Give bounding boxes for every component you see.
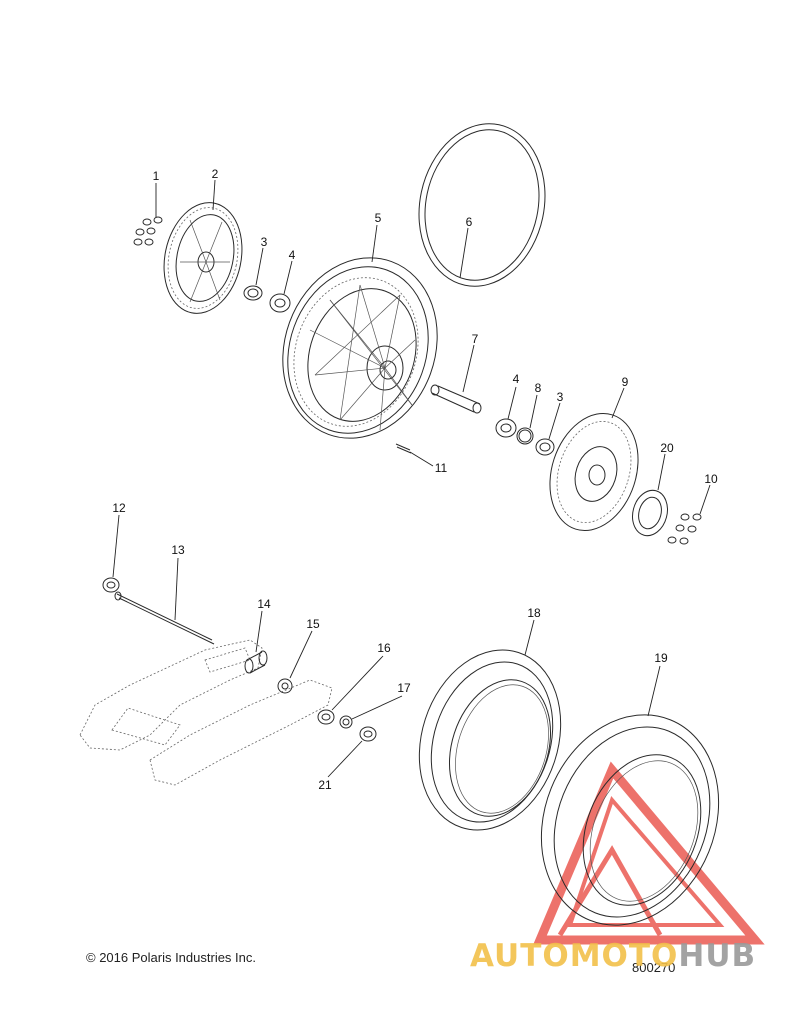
callout-9: 9	[622, 375, 629, 389]
callout-12: 12	[112, 501, 126, 515]
part-cap-21	[359, 726, 377, 742]
callout-leaders	[112, 179, 711, 778]
callout-5: 5	[375, 211, 382, 225]
callout-4b: 4	[513, 372, 520, 386]
callout-7: 7	[472, 332, 479, 346]
watermark-brand: AUTOMOTOHUB	[470, 938, 756, 974]
part-bushing-14	[244, 650, 268, 674]
part-bearing-16	[317, 709, 335, 725]
callout-1: 1	[153, 169, 160, 183]
watermark-brand-part1: AUTOMOTO	[470, 938, 679, 974]
part-bearing-4a	[269, 293, 291, 313]
part-swingarm	[79, 639, 333, 786]
part-bearing-4b	[495, 418, 517, 438]
callout-20: 20	[660, 441, 674, 455]
callout-labels: 1 2 3 4 5 6 7 4 8 3 9 20 10 11 12 13 14 …	[112, 167, 718, 792]
callout-8: 8	[535, 381, 542, 395]
part-wheel-5	[282, 257, 438, 439]
copyright-text: © 2016 Polaris Industries Inc.	[86, 950, 256, 965]
callout-18: 18	[527, 606, 541, 620]
callout-3b: 3	[557, 390, 564, 404]
part-washer-12	[102, 577, 120, 593]
callout-16: 16	[377, 641, 391, 655]
watermark-logo-triangle	[533, 761, 765, 945]
callout-17: 17	[397, 681, 411, 695]
part-axle-13	[114, 591, 215, 645]
callout-19: 19	[654, 651, 668, 665]
callout-6: 6	[466, 215, 473, 229]
callout-13: 13	[171, 543, 185, 557]
part-bolts-10	[667, 513, 702, 545]
part-spacer-7	[430, 384, 482, 414]
part-brake-disc-9	[549, 412, 639, 532]
part-seal-3b	[535, 438, 555, 456]
part-tire-19	[540, 714, 720, 926]
part-tire-18	[418, 649, 562, 831]
drawing-number: 800270	[632, 960, 676, 975]
part-tone-ring-20	[632, 489, 668, 537]
part-bolts-1	[133, 216, 163, 246]
part-bushing-15	[277, 678, 293, 694]
callout-10: 10	[704, 472, 718, 486]
part-nut-17	[339, 715, 353, 729]
part-snap-ring-8	[516, 427, 534, 445]
part-band-6	[418, 123, 546, 287]
callout-15: 15	[306, 617, 320, 631]
callout-4a: 4	[289, 248, 296, 262]
part-seal-3a	[243, 285, 263, 301]
callout-11: 11	[435, 461, 448, 475]
callout-21: 21	[318, 778, 332, 792]
part-pin-11	[395, 443, 412, 454]
callout-3a: 3	[261, 235, 268, 249]
callout-2: 2	[212, 167, 219, 181]
callout-14: 14	[257, 597, 271, 611]
part-sprocket-2	[163, 202, 243, 314]
watermark-brand-part2: HUB	[678, 938, 757, 974]
